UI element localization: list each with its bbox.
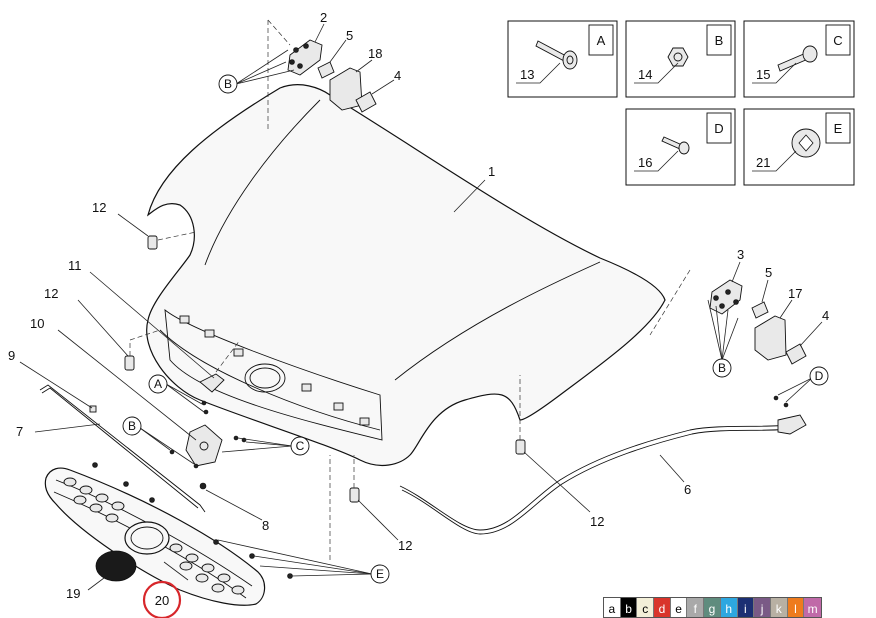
bumper-12-upper-left: 12: [92, 200, 197, 250]
part-number-4-right: 4: [822, 308, 829, 323]
color-swatch-c: c: [637, 598, 655, 617]
part-number-17: 17: [788, 286, 802, 301]
front-grille: 20: [44, 462, 293, 618]
inset-d: D 16: [625, 108, 736, 186]
inset-b: B 14: [625, 20, 736, 98]
callout-e-bottom: E: [217, 455, 390, 584]
part-number-12-c: 12: [398, 538, 412, 553]
svg-text:C: C: [296, 439, 305, 453]
grille-honeycomb: [63, 477, 245, 595]
part-number-2: 2: [320, 10, 327, 25]
inset-a: A 13: [507, 20, 618, 98]
color-swatch-f: f: [687, 598, 705, 617]
color-swatch-e: e: [670, 598, 688, 617]
color-swatch-l: l: [787, 598, 805, 617]
inset-number-13: 13: [520, 67, 534, 82]
inset-letter-c: C: [833, 33, 842, 48]
inset-letter-a: A: [597, 33, 606, 48]
highlight-circle-20: [142, 580, 182, 618]
bumper-12-left: 12: [44, 286, 161, 371]
hood-panel: 1: [146, 84, 666, 467]
svg-text:B: B: [718, 361, 726, 375]
svg-text:D: D: [815, 369, 824, 383]
part-number-1: 1: [488, 164, 495, 179]
inset-letter-b: B: [715, 33, 724, 48]
color-swatch-i: i: [737, 598, 755, 617]
inset-e: E 21: [743, 108, 855, 186]
part-number-5-top: 5: [346, 28, 353, 43]
part-number-19: 19: [66, 586, 80, 601]
callout-a-left: A: [148, 374, 205, 413]
inset-number-14: 14: [638, 67, 652, 82]
emblem: 19: [66, 550, 137, 601]
part-number-10: 10: [30, 316, 44, 331]
color-swatch-g: g: [704, 598, 721, 617]
part-number-18: 18: [368, 46, 382, 61]
callout-b-top: B: [218, 49, 295, 94]
svg-text:A: A: [154, 377, 162, 391]
svg-text:B: B: [128, 419, 136, 433]
callout-b-left: B: [122, 416, 195, 465]
part-number-7: 7: [16, 424, 23, 439]
inset-letter-e: E: [834, 121, 843, 136]
inset-number-21: 21: [756, 155, 770, 170]
part-number-4-top: 4: [394, 68, 401, 83]
top-hinge-assembly: 2 5 18 4: [267, 10, 401, 130]
part-number-6: 6: [684, 482, 691, 497]
svg-text:B: B: [224, 77, 232, 91]
release-cable: 6: [399, 414, 807, 535]
part-number-3: 3: [737, 247, 744, 262]
color-swatch-h: h: [720, 598, 738, 617]
color-swatch-d: d: [654, 598, 671, 617]
bumper-12-center: 12: [349, 455, 412, 553]
callout-b-right: B: [707, 299, 739, 378]
color-swatch-a: a: [604, 598, 621, 617]
part-number-8: 8: [262, 518, 269, 533]
color-swatch-j: j: [754, 598, 771, 617]
inset-letter-d: D: [714, 121, 723, 136]
fastener-insets: A 13 B 14 C 15D 16 E 21: [507, 20, 855, 186]
callout-d-right: D: [773, 366, 829, 408]
color-swatch-k: k: [770, 598, 788, 617]
part-number-12-a: 12: [92, 200, 106, 215]
bumper-12-right: 12: [515, 375, 604, 529]
prop-rod: 7 9 8: [8, 348, 269, 533]
part-number-11: 11: [68, 258, 82, 273]
part-number-12-b: 12: [44, 286, 58, 301]
part-number-9: 9: [8, 348, 15, 363]
inset-number-16: 16: [638, 155, 652, 170]
callout-c-left: C: [221, 436, 310, 456]
inset-c: C 15: [743, 20, 855, 98]
right-hinge-assembly: 3 5 17 4: [649, 247, 829, 365]
svg-text:E: E: [376, 567, 384, 581]
color-swatch-b: b: [620, 598, 638, 617]
part-number-12-d: 12: [590, 514, 604, 529]
latch-assembly: 11 10: [30, 258, 247, 469]
lip-bumpers: [179, 315, 370, 426]
part-number-5-right: 5: [765, 265, 772, 280]
part-number-20: 20: [155, 593, 169, 608]
color-swatch-m: m: [804, 598, 821, 617]
inset-number-15: 15: [756, 67, 770, 82]
